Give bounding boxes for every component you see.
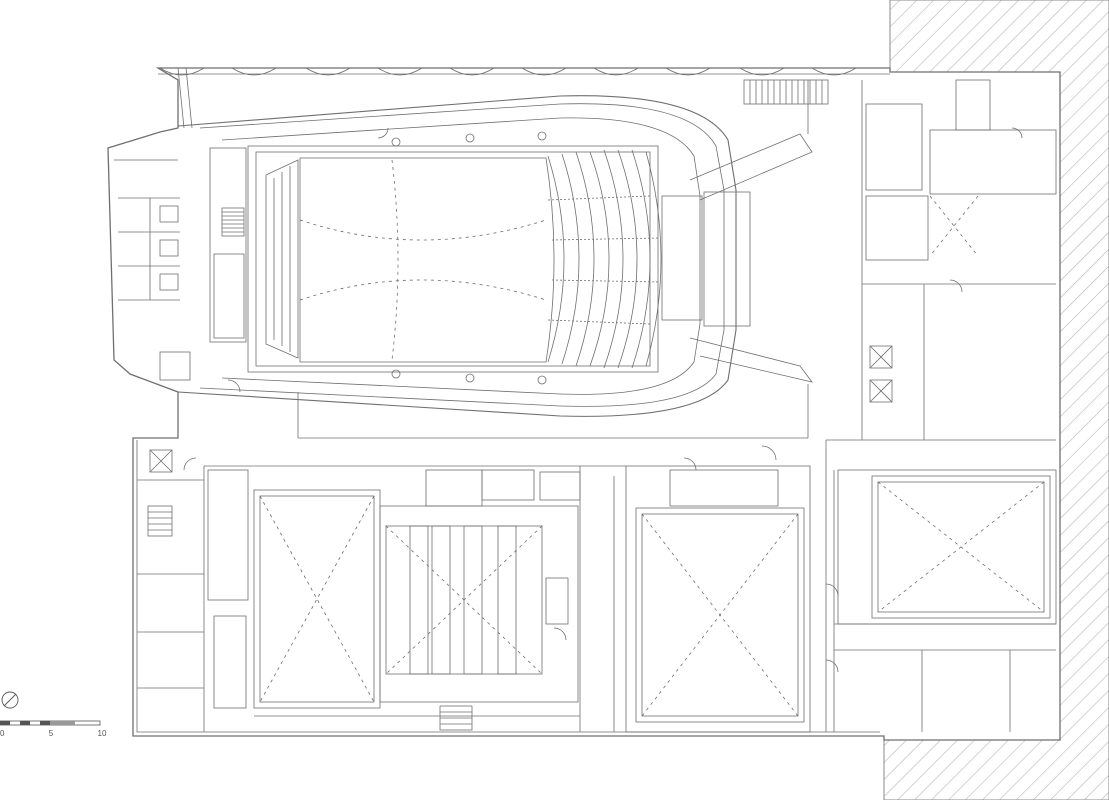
- rehearsal-hall-1: [253, 489, 381, 709]
- scale-tick-5: 5: [49, 729, 54, 738]
- west-service-rooms: [114, 147, 247, 381]
- door-swing-icon: [183, 127, 1023, 673]
- elevator-icon: [869, 345, 893, 403]
- stair-icon: [147, 505, 173, 537]
- north-arrow-icon: [1, 691, 19, 709]
- building-outline: [107, 67, 1061, 741]
- studio-hall-4: [833, 469, 1057, 732]
- seating-rows: [547, 149, 662, 369]
- east-service-core: [861, 79, 1057, 441]
- canopy-ribs: [159, 67, 857, 129]
- hatched-neighbor-site: [883, 0, 1109, 800]
- elevator-icon: [149, 449, 173, 473]
- rehearsal-hall-2: [379, 469, 581, 731]
- lower-west-rooms: [137, 449, 249, 732]
- studio-hall-3: [625, 465, 811, 733]
- scale-bar: 0 5 10: [0, 720, 107, 738]
- stair-icon: [221, 207, 245, 237]
- scale-tick-10: 10: [98, 729, 107, 738]
- scale-tick-0: 0: [0, 729, 5, 738]
- corridor-partitions: [204, 439, 862, 732]
- stair-icon: [743, 79, 829, 105]
- auditorium-hall: [177, 80, 813, 439]
- stair-icon: [439, 705, 473, 731]
